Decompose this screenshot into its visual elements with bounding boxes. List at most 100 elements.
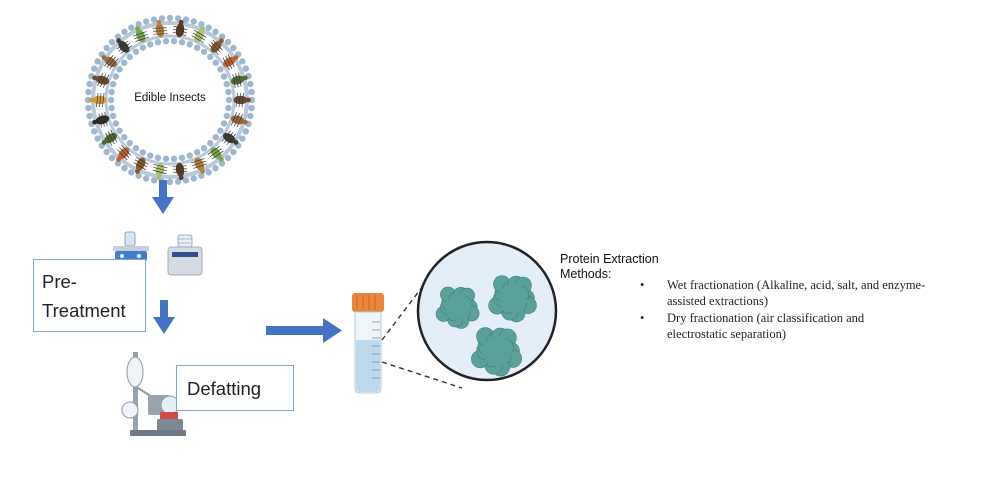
ring-bead (193, 44, 201, 51)
insect-icon (152, 19, 168, 38)
bullet: • (640, 311, 645, 325)
insect-icon (208, 38, 224, 55)
ring-bead (150, 177, 158, 184)
method-item: • Dry fractionation (air classification … (640, 311, 927, 342)
insect-icon (190, 157, 208, 174)
insect-icon (116, 145, 132, 162)
ring-bead (247, 112, 254, 120)
ring-bead (239, 58, 246, 65)
ring-bead (112, 120, 120, 127)
ring-bead (86, 112, 93, 120)
ring-bead (132, 48, 140, 55)
ring-bead (207, 139, 214, 147)
down-arrow-icon (152, 180, 174, 214)
ring-bead (150, 16, 158, 23)
insect-icon (101, 129, 118, 146)
ring-bead (103, 44, 110, 52)
insect-icon (133, 156, 149, 174)
ring-bead (220, 120, 228, 127)
ring-bead (139, 44, 147, 51)
ring-bead (174, 178, 182, 185)
method-text: Dry fractionation (air classification an… (667, 311, 865, 341)
insect-icon (230, 72, 248, 89)
ring-bead (116, 127, 123, 134)
defatting-box: Defatting (176, 365, 294, 411)
method-text: Wet fractionation (Alkaline, acid, salt,… (667, 278, 926, 308)
ring-bead (109, 80, 117, 88)
rotary-evaporator-icon (121, 352, 186, 436)
ring-bead (193, 149, 201, 156)
zoom-line (381, 273, 433, 341)
extraction-title: Protein Extraction Methods: (560, 252, 659, 281)
ring-bead (135, 172, 142, 179)
edible-insects-label: Edible Insects (134, 92, 206, 104)
insect-icon (132, 26, 150, 43)
ring-bead (190, 18, 198, 25)
ring-bead (107, 96, 115, 104)
ring-bead (218, 160, 226, 167)
ring-bead (178, 154, 186, 161)
ring-bead (132, 145, 140, 152)
ring-bead (223, 112, 231, 120)
ring-bead (212, 164, 219, 172)
ring-bead (112, 73, 120, 80)
ring-bead (108, 88, 115, 96)
ring-bead (162, 37, 170, 45)
ring-bead (135, 21, 142, 28)
ring-bead (103, 148, 110, 156)
ring-bead (85, 88, 92, 96)
insect-icon (172, 19, 188, 38)
insect-icon (233, 92, 251, 108)
ring-bead (230, 148, 237, 156)
ring-bead (218, 33, 226, 40)
ring-bead (147, 41, 154, 48)
ring-bead (114, 160, 122, 167)
ring-bead (217, 66, 224, 73)
ring-bead (166, 14, 174, 22)
ring-bead (212, 28, 219, 36)
ring-bead (182, 16, 190, 23)
ring-bead (85, 104, 92, 112)
hot-plate-icon (113, 231, 149, 261)
ring-bead (109, 112, 117, 120)
protein-globule-icon (435, 286, 480, 329)
ring-bead (220, 73, 228, 80)
ring-bead (139, 149, 147, 156)
ring-bead (121, 59, 128, 66)
ring-bead (142, 18, 150, 25)
ring-bead (121, 28, 128, 36)
magnified-view (416, 240, 558, 382)
ring-bead (142, 175, 150, 182)
down-arrow-icon (153, 300, 175, 334)
protein-globule-icon (471, 327, 522, 377)
ring-bead (207, 53, 214, 61)
insect-icon (101, 54, 119, 70)
ring-bead (126, 139, 133, 147)
insect-icon (207, 146, 224, 162)
ring-bead (186, 41, 193, 48)
ring-bead (121, 134, 128, 141)
pretreatment-box: Pre- Treatment (33, 259, 146, 332)
ring-bead (170, 37, 178, 45)
ring-bead (186, 152, 193, 159)
ring-bead (230, 44, 237, 52)
ring-bead (225, 88, 232, 96)
ring-bead (239, 135, 246, 142)
insect-icon (116, 38, 133, 54)
ring-bead (174, 15, 182, 22)
ring-bead (121, 164, 128, 172)
ring-bead (205, 24, 212, 31)
ring-bead (248, 104, 255, 112)
centrifuge-tube-icon (352, 293, 384, 394)
insect-icon (230, 112, 248, 128)
ring-bead (84, 96, 92, 104)
ring-bead (248, 88, 255, 96)
ring-bead (162, 155, 170, 163)
protein-globule-icon (488, 275, 537, 323)
ring-bead (108, 104, 115, 112)
ring-bead (147, 152, 154, 159)
ring-bead (225, 96, 233, 104)
ring-bead (128, 24, 135, 31)
bullet: • (640, 278, 645, 292)
ring-bead (158, 15, 166, 22)
